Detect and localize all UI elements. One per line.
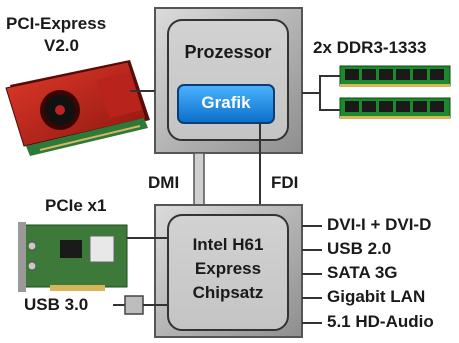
usb3-controller-chip [124, 295, 144, 315]
cpu-block [154, 7, 303, 154]
chipset-label-line3: Chipsatz [192, 283, 264, 302]
chipset-label-line2: Express [194, 259, 262, 278]
ram-label: 2x DDR3-1333 [313, 38, 427, 57]
gpu-core-block [177, 84, 275, 124]
usb3-label: USB 3.0 [24, 295, 89, 314]
pcie-x1-card-image [18, 222, 128, 292]
pcie-gpu-label-line2: V2.0 [44, 36, 79, 55]
pcie-x1-label: PCIe x1 [45, 196, 107, 215]
gpu-core-label: Grafik [201, 93, 251, 112]
output-lines [302, 225, 322, 324]
output-dvi: DVI-I + DVI-D [327, 215, 432, 234]
output-sata: SATA 3G [327, 263, 398, 282]
ram-bus-lines [302, 75, 340, 111]
pcie-gpu-label-line1: PCI-Express [6, 14, 107, 33]
output-audio: 5.1 HD-Audio [327, 312, 434, 331]
chipset-block [154, 204, 303, 338]
dmi-link [193, 152, 205, 206]
chipset-label-line1: Intel H61 [192, 235, 264, 254]
cpu-title: Prozessor [184, 42, 272, 62]
graphics-card-image [5, 60, 150, 156]
output-lan: Gigabit LAN [327, 287, 426, 306]
output-usb2: USB 2.0 [327, 239, 392, 258]
ram-modules-image [339, 65, 451, 119]
dmi-label: DMI [148, 173, 180, 192]
fdi-label: FDI [271, 173, 299, 192]
